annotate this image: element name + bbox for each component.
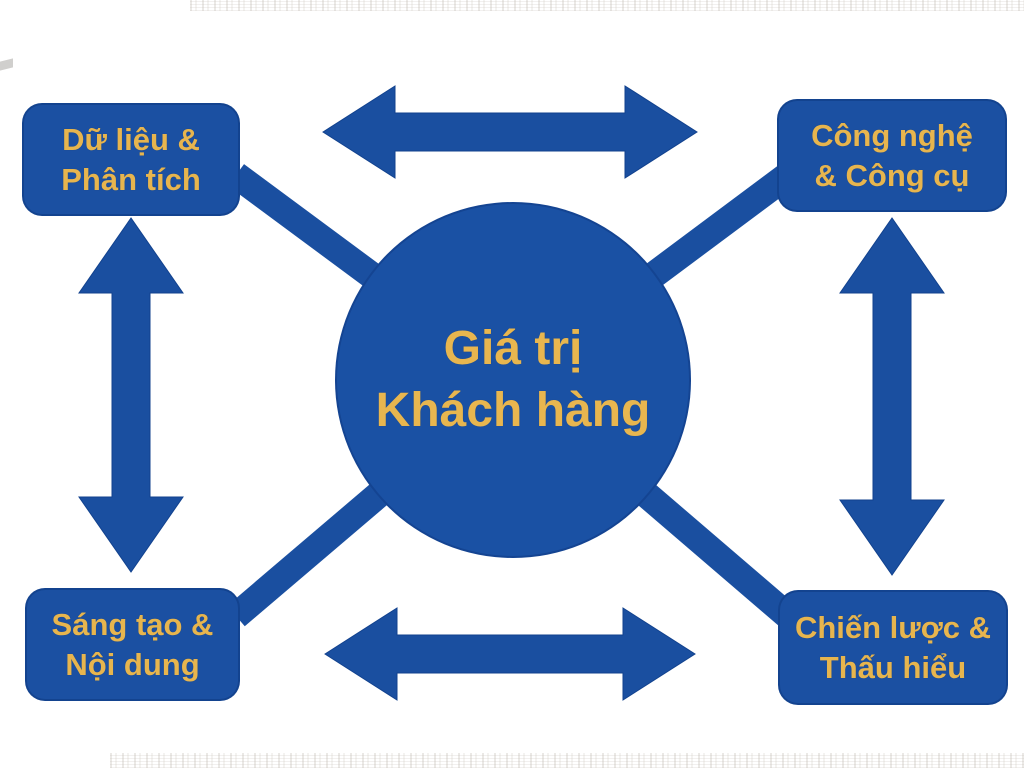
node-creative-content: Sáng tạo & Nội dung <box>25 588 240 701</box>
double-arrow-bottom-icon <box>324 607 696 701</box>
node-technology-tools: Công nghệ & Công cụ <box>777 99 1007 212</box>
double-arrow-top-icon <box>322 85 698 179</box>
node-label-line: Công nghệ <box>811 117 973 153</box>
center-label-line: Khách hàng <box>375 384 651 437</box>
node-label-line: Chiến lược & <box>794 609 992 645</box>
node-strategy-insight: Chiến lược & Thấu hiểu <box>778 590 1008 705</box>
node-label-line: Dữ liệu & <box>62 121 200 157</box>
center-label-line: Giá trị <box>443 322 583 375</box>
node-label-line: Sáng tạo & <box>51 606 214 642</box>
double-arrow-right-icon <box>839 217 945 576</box>
node-label-line: & Công cụ <box>814 157 970 193</box>
node-data-analytics: Dữ liệu & Phân tích <box>22 103 240 216</box>
node-label-line: Phân tích <box>61 161 201 197</box>
node-customer-value: Giá trị Khách hàng <box>335 202 691 558</box>
node-label-line: Thấu hiểu <box>819 649 967 685</box>
node-label-line: Nội dung <box>65 646 200 682</box>
double-arrow-left-icon <box>78 217 184 573</box>
